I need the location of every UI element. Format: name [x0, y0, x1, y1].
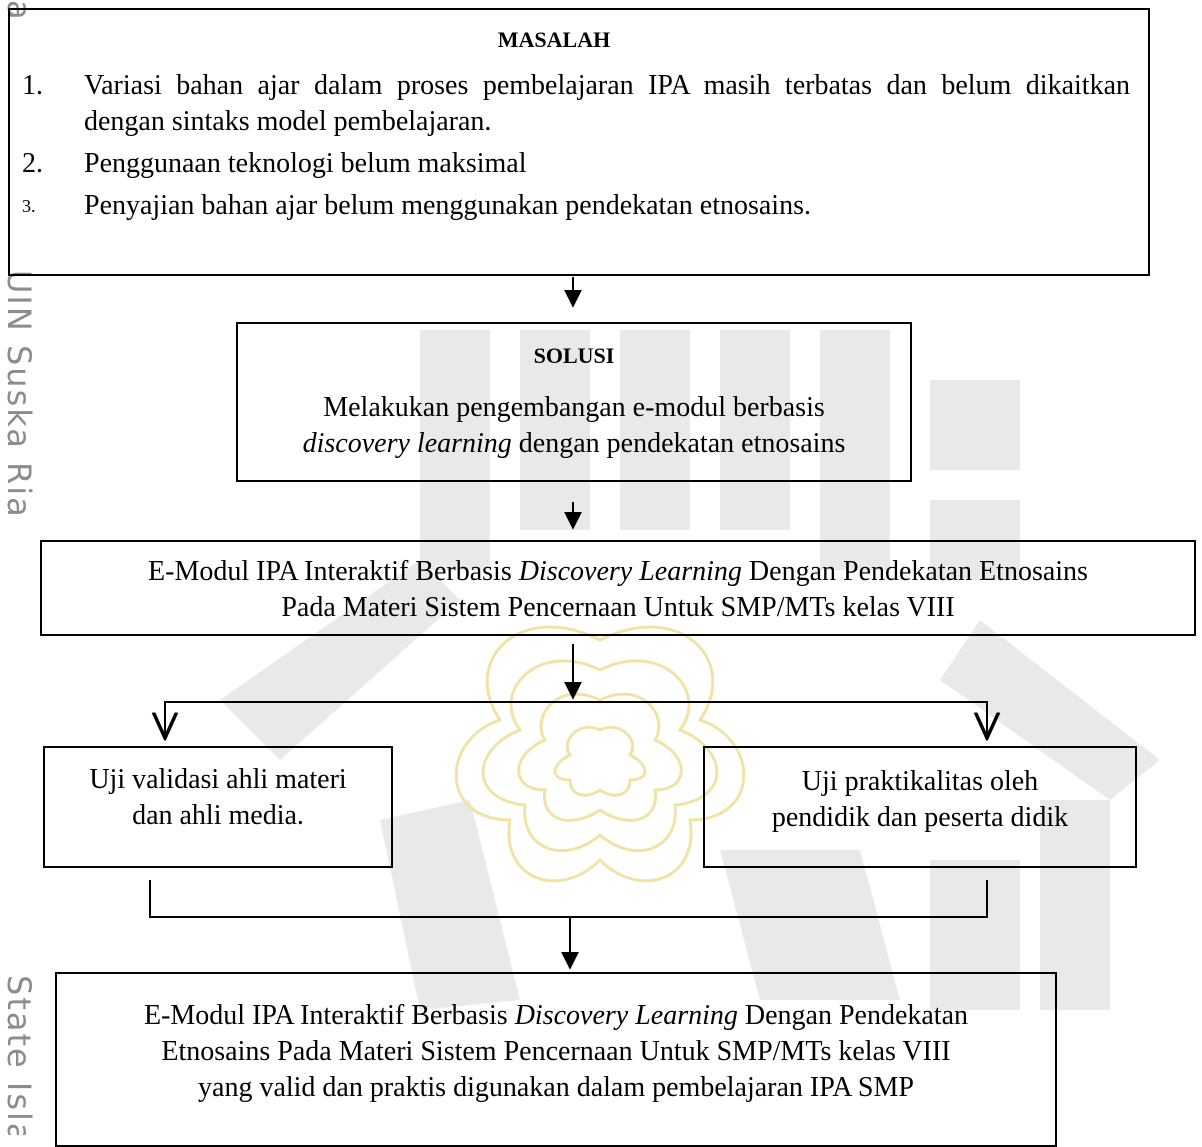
item-number: 2.: [22, 148, 43, 179]
side-text-top: a: [2, 0, 38, 22]
validation-line-1: Uji validasi ahli materi: [89, 764, 347, 795]
practicality-line-2: pendidik dan peserta didik: [771, 802, 1069, 833]
practicality-line-1: Uji praktikalitas oleh: [801, 766, 1039, 797]
side-text-bottom: State Isla: [2, 975, 38, 1135]
item-text: Penggunaan teknologi belum maksimal: [84, 148, 527, 179]
validation-box: Uji validasi ahli materi dan ahli media.: [43, 746, 393, 868]
solusi-line-1: Melakukan pengembangan e-modul berbasis: [323, 392, 825, 423]
side-text-middle: UIN Suska Ria: [2, 270, 38, 519]
product-line-1: E-Modul IPA Interaktif Berbasis Discover…: [42, 554, 1194, 590]
masalah-box: MASALAH 1. Variasi bahan ajar dalam pros…: [8, 8, 1150, 276]
item-number: 1.: [22, 70, 43, 101]
result-pre: E-Modul IPA Interaktif Berbasis: [143, 1000, 515, 1031]
result-italic: Discovery Learning: [514, 1000, 738, 1031]
solusi-heading: SOLUSI: [533, 343, 615, 368]
item-number: 3.: [22, 196, 36, 216]
result-box: E-Modul IPA Interaktif Berbasis Discover…: [55, 972, 1057, 1147]
item-text: Penyajian bahan ajar belum menggunakan p…: [84, 190, 811, 221]
list-item: 1. Variasi bahan ajar dalam proses pembe…: [4, 68, 1130, 140]
product-post: Dengan Pendekatan Etnosains: [741, 556, 1088, 587]
product-pre: E-Modul IPA Interaktif Berbasis: [148, 556, 519, 587]
product-line-2: Pada Materi Sistem Pencernaan Untuk SMP/…: [281, 592, 955, 623]
branch-line: [164, 701, 988, 732]
result-line-2: Etnosains Pada Materi Sistem Pencernaan …: [161, 1036, 951, 1067]
solusi-box: SOLUSI Melakukan pengembangan e-modul be…: [236, 322, 912, 482]
product-box: E-Modul IPA Interaktif Berbasis Discover…: [40, 540, 1196, 636]
masalah-list: 1. Variasi bahan ajar dalam proses pembe…: [4, 68, 1130, 224]
result-post: Dengan Pendekatan: [737, 1000, 969, 1031]
result-line-1: E-Modul IPA Interaktif Berbasis Discover…: [57, 998, 1055, 1034]
result-line-3: yang valid dan praktis digunakan dalam p…: [198, 1072, 914, 1103]
solusi-rest: dengan pendekatan etnosains: [511, 428, 846, 459]
product-italic: Discovery Learning: [518, 556, 742, 587]
validation-line-2: dan ahli media.: [132, 800, 304, 831]
solusi-line-2: discovery learning dengan pendekatan etn…: [238, 426, 910, 462]
solusi-italic: discovery learning: [302, 428, 512, 459]
practicality-box: Uji praktikalitas oleh pendidik dan pese…: [703, 746, 1137, 868]
item-text: Variasi bahan ajar dalam proses pembelaj…: [84, 70, 1130, 137]
list-item: 3. Penyajian bahan ajar belum menggunaka…: [4, 188, 1130, 224]
masalah-heading: MASALAH: [497, 27, 611, 52]
merge-line: [149, 880, 988, 918]
list-item: 2. Penggunaan teknologi belum maksimal: [4, 146, 1130, 182]
